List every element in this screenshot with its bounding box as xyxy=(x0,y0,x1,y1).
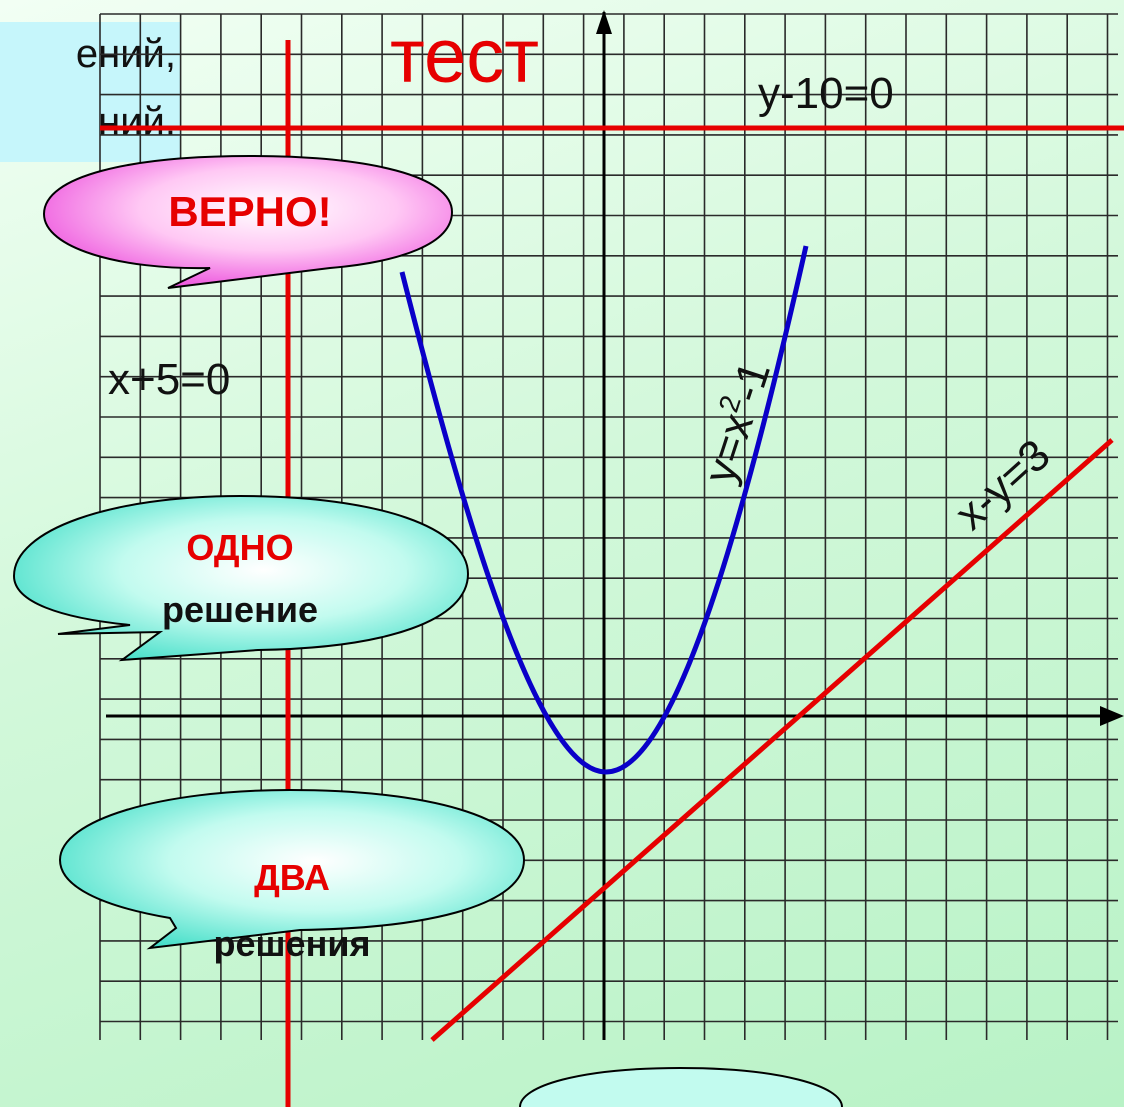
line-x-minus-y-3 xyxy=(430,438,1114,1042)
bubble-dva-main: ДВА xyxy=(254,857,330,898)
bubble-dva-sub: решения xyxy=(214,923,371,964)
equation-line: x-y=3 xyxy=(946,430,1060,539)
x-axis-arrow-icon xyxy=(1100,706,1124,726)
title-label: тест xyxy=(390,14,539,99)
parabola-curve xyxy=(399,245,809,775)
bubble-odno-main: ОДНО xyxy=(186,527,293,568)
bubble-verno xyxy=(42,154,454,289)
bubble-verno-label: ВЕРНО! xyxy=(168,188,331,235)
svg-text:y=x2-1: y=x2-1 xyxy=(691,354,780,489)
equation-parabola: y=x2-1 xyxy=(691,354,780,489)
bubble-dva xyxy=(58,788,526,950)
y-axis-arrow-icon xyxy=(596,10,612,34)
bubble-odno-sub: решение xyxy=(162,589,318,630)
bubble-partial-bottom xyxy=(519,1066,843,1107)
bubble-odno xyxy=(12,494,470,662)
equation-x-plus-5: x+5=0 xyxy=(108,355,230,404)
note-line-2: ний. xyxy=(98,100,176,144)
equation-y-10: y-10=0 xyxy=(758,69,894,118)
